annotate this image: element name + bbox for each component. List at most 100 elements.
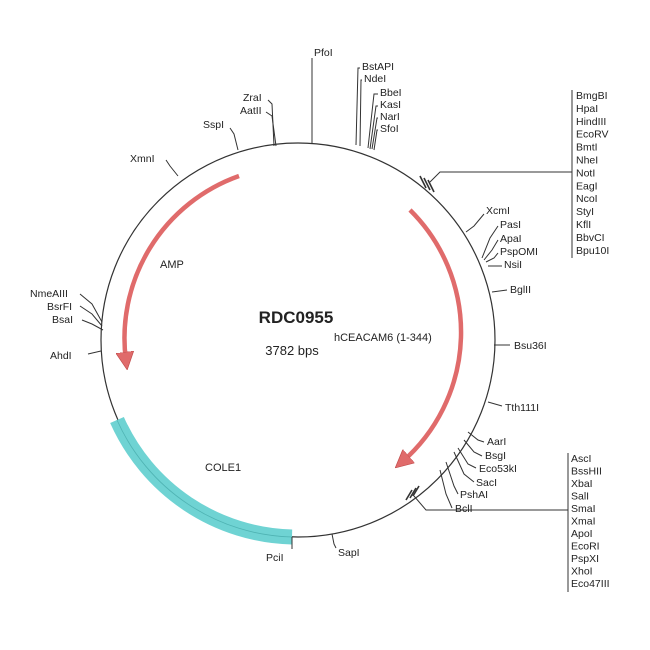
feature-insert-label: hCEACAM6 (1-344) xyxy=(334,332,432,344)
mcs-site-label: BmtI xyxy=(576,142,598,154)
site-nsii-label: NsiI xyxy=(504,259,522,271)
mcs-lower-tick-2 xyxy=(409,487,417,499)
site-bsai-tick xyxy=(81,319,104,331)
site-bcli-tick xyxy=(439,469,453,509)
plasmid-size: 3782 bps xyxy=(265,343,319,358)
mcs-upper-tick-3 xyxy=(427,179,435,193)
site-bbei-label: BbeI xyxy=(380,87,402,99)
site-ndei-tick xyxy=(359,79,362,147)
feature-cole1-label: COLE1 xyxy=(205,462,241,474)
site-pcii-label: PciI xyxy=(266,552,284,564)
site-ahdi-label: AhdI xyxy=(50,350,72,362)
site-pasi-label: PasI xyxy=(500,219,521,231)
site-nmeaiii-label: NmeAIII xyxy=(30,288,68,300)
plasmid-name: RDC0955 xyxy=(259,308,334,327)
site-pasi-tick xyxy=(481,225,499,259)
mcs-lower-tick-1 xyxy=(405,489,413,501)
mcs-lower-leader xyxy=(413,495,568,511)
site-bsai-label: BsaI xyxy=(52,314,73,326)
site-sapi-tick xyxy=(331,533,337,549)
site-bsrfi-label: BsrFI xyxy=(47,301,72,313)
mcs-site-label: Bpu10I xyxy=(576,245,609,257)
site-bglii-tick xyxy=(491,289,508,293)
mcs-site-label: StyI xyxy=(576,206,594,218)
site-sapi-label: SapI xyxy=(338,547,360,559)
mcs-site-label: PspXI xyxy=(571,553,599,565)
mcs-site-label: BbvCI xyxy=(576,232,605,244)
site-bstapi-label: BstAPI xyxy=(362,61,394,73)
site-xcmi-label: XcmI xyxy=(486,205,510,217)
site-bglii-label: BglII xyxy=(510,284,531,296)
site-bcli-label: BclI xyxy=(455,503,473,515)
site-xcmi-tick xyxy=(465,213,485,233)
site-aatii-label: AatII xyxy=(240,105,262,117)
site-pspomi-tick xyxy=(485,252,499,263)
mcs-site-label: NotI xyxy=(576,167,595,179)
mcs-site-label: NheI xyxy=(576,155,598,167)
site-tth111i-label: Tth111I xyxy=(505,402,539,414)
site-sspi-label: SspI xyxy=(203,119,224,131)
mcs-lower-list: AscIBssHIIXbaISalISmaIXmaIApoIEcoRIPspXI… xyxy=(571,453,610,590)
site-ndei-label: NdeI xyxy=(364,73,386,85)
site-xmni-label: XmnI xyxy=(130,153,155,165)
mcs-site-label: SalI xyxy=(571,491,589,503)
mcs-site-label: BssHII xyxy=(571,466,602,478)
mcs-site-label: AscI xyxy=(571,453,591,465)
site-apai-tick xyxy=(483,239,499,261)
site-aari-label: AarI xyxy=(487,436,506,448)
mcs-site-label: KflI xyxy=(576,219,591,231)
mcs-site-label: HindIII xyxy=(576,116,606,128)
feature-insert-arrow xyxy=(402,208,464,462)
mcs-site-label: BmgBI xyxy=(576,90,608,102)
feature-amp-label: AMP xyxy=(160,259,184,271)
site-saci-tick xyxy=(453,451,475,483)
site-xmni-tick xyxy=(165,159,179,177)
feature-cole1-outline xyxy=(116,419,293,538)
plasmid-backbone xyxy=(100,142,496,538)
mcs-site-label: XhoI xyxy=(571,566,593,578)
mcs-site-label: SmaI xyxy=(571,503,596,515)
site-bbei-tick xyxy=(367,93,378,149)
site-pspomi-label: PspOMI xyxy=(500,246,538,258)
site-bsgi-tick xyxy=(463,439,483,457)
feature-cole1-block xyxy=(110,416,293,545)
site-bsrfi-tick xyxy=(79,305,103,327)
mcs-lower-tick-3 xyxy=(412,485,420,497)
mcs-site-label: Eco47III xyxy=(571,578,610,590)
site-zrai-label: ZraI xyxy=(243,92,262,104)
site-nmeaiii-tick xyxy=(79,293,103,323)
site-eco53ki-tick xyxy=(457,447,477,469)
mcs-site-label: EagI xyxy=(576,180,598,192)
mcs-site-label: ApoI xyxy=(571,528,593,540)
site-bsu36i-label: Bsu36I xyxy=(514,340,547,352)
mcs-site-label: HpaI xyxy=(576,103,598,115)
mcs-site-label: XbaI xyxy=(571,478,593,490)
site-nari-label: NarI xyxy=(380,111,400,123)
site-aatii-tick xyxy=(265,111,277,147)
site-tth111i-tick xyxy=(487,401,503,407)
site-bstapi-tick xyxy=(355,67,360,146)
feature-amp-arrow xyxy=(124,173,240,361)
site-pfoi-label: PfoI xyxy=(314,47,333,59)
mcs-upper-tick-1 xyxy=(419,175,427,189)
site-ahdi-tick xyxy=(87,350,102,355)
site-sfoi-tick xyxy=(373,129,378,151)
site-sspi-tick xyxy=(229,127,239,151)
site-kasi-label: KasI xyxy=(380,99,401,111)
site-saci-label: SacI xyxy=(476,477,497,489)
site-aari-tick xyxy=(467,431,485,443)
site-pshai-tick xyxy=(445,461,459,495)
mcs-upper-tick-2 xyxy=(423,177,431,191)
mcs-site-label: EcoRI xyxy=(571,541,600,553)
site-zrai-tick xyxy=(267,99,275,147)
site-eco53ki-label: Eco53kI xyxy=(479,463,517,475)
mcs-upper-leader xyxy=(429,171,572,183)
site-bsgi-label: BsgI xyxy=(485,450,506,462)
site-pshai-label: PshAI xyxy=(460,489,488,501)
mcs-site-label: NcoI xyxy=(576,193,598,205)
mcs-upper-list: BmgBIHpaIHindIIIEcoRVBmtINheINotIEagINco… xyxy=(576,90,609,257)
site-nari-tick xyxy=(371,117,378,150)
site-sfoi-label: SfoI xyxy=(380,123,399,135)
site-kasi-tick xyxy=(369,105,378,150)
